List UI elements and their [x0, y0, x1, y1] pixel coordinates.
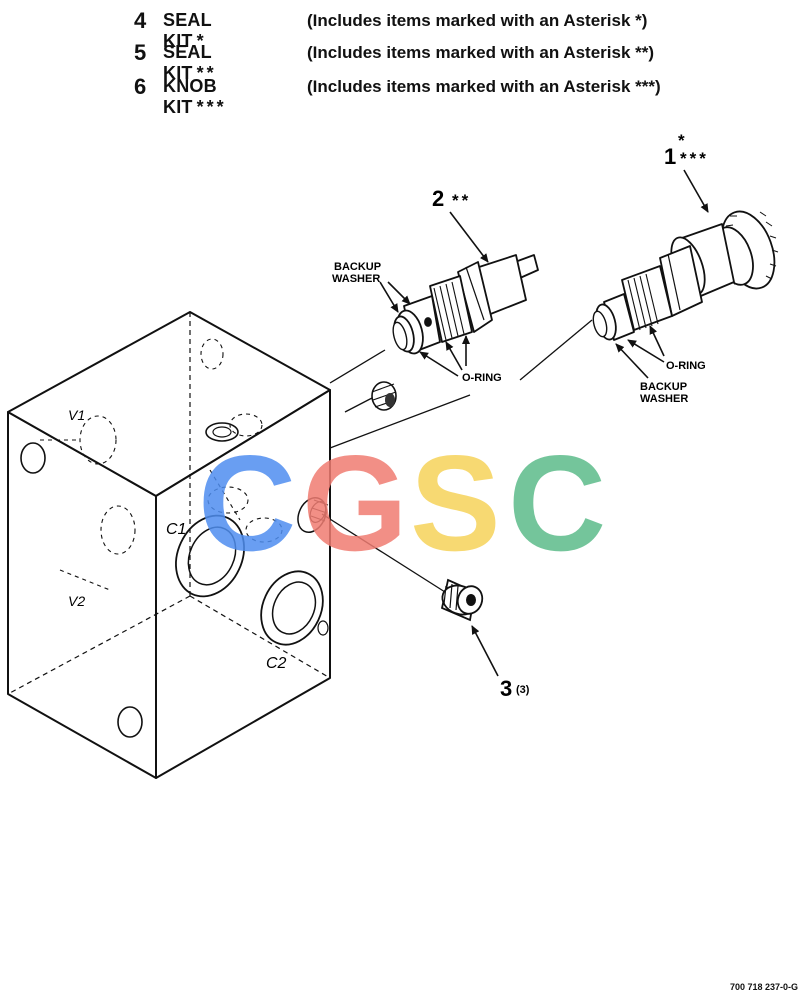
callout-item-1-number: 1	[664, 144, 676, 169]
watermark-logo: C G S C	[198, 427, 606, 579]
port-label-v1: V1	[68, 407, 85, 423]
callout-item-2-mark: **	[452, 191, 471, 210]
leader-lines	[379, 169, 709, 677]
kit-number: 4	[134, 8, 147, 33]
watermark-letter: C	[198, 427, 296, 579]
assembly-lines	[321, 319, 593, 593]
kit-name: KNOB KIT***	[163, 76, 227, 117]
callout-item-3-qty: (3)	[516, 684, 530, 696]
drawing-number: 700 718 237-0-G	[729, 982, 798, 992]
kit-number: 6	[134, 74, 147, 99]
small-plug	[371, 381, 397, 411]
backup-washer-label-left-line2: WASHER	[332, 273, 380, 285]
port-label-v2: V2	[68, 593, 85, 609]
port-label-c1: C1	[166, 521, 186, 538]
kit-description: (Includes items marked with an Asterisk …	[307, 11, 648, 30]
callout-item-2-number: 2	[432, 186, 444, 211]
cartridge-item-2	[392, 254, 539, 355]
port-label-c2: C2	[266, 655, 287, 672]
backup-washer-label-right-line1: BACKUP	[640, 381, 687, 393]
watermark-letter: G	[302, 427, 408, 579]
backup-washer-label-right-line2: WASHER	[640, 393, 688, 405]
watermark-letter: C	[508, 427, 606, 579]
kit-name: SEAL KIT**	[163, 42, 217, 83]
manifold-block	[7, 311, 331, 779]
kit-mark: *	[196, 31, 207, 51]
callout-item-1-mark-top: *	[678, 131, 685, 150]
o-ring-label-right: O-RING	[666, 360, 706, 372]
watermark-letter: S	[410, 427, 501, 579]
kit-mark: ***	[196, 97, 227, 117]
kit-mark: **	[196, 63, 217, 83]
kit-description: (Includes items marked with an Asterisk …	[307, 77, 661, 96]
kit-description: (Includes items marked with an Asterisk …	[307, 43, 655, 62]
kit-number: 5	[134, 40, 147, 65]
cartridge-item-1	[592, 210, 779, 341]
callout-item-1-mark-bottom: ***	[680, 149, 709, 168]
kit-name: SEAL KIT*	[163, 10, 212, 51]
plug-item-3	[440, 578, 484, 622]
o-ring-label-left: O-RING	[462, 372, 502, 384]
callout-item-3-number: 3	[500, 676, 512, 701]
backup-washer-label-left-line1: BACKUP	[334, 261, 381, 273]
